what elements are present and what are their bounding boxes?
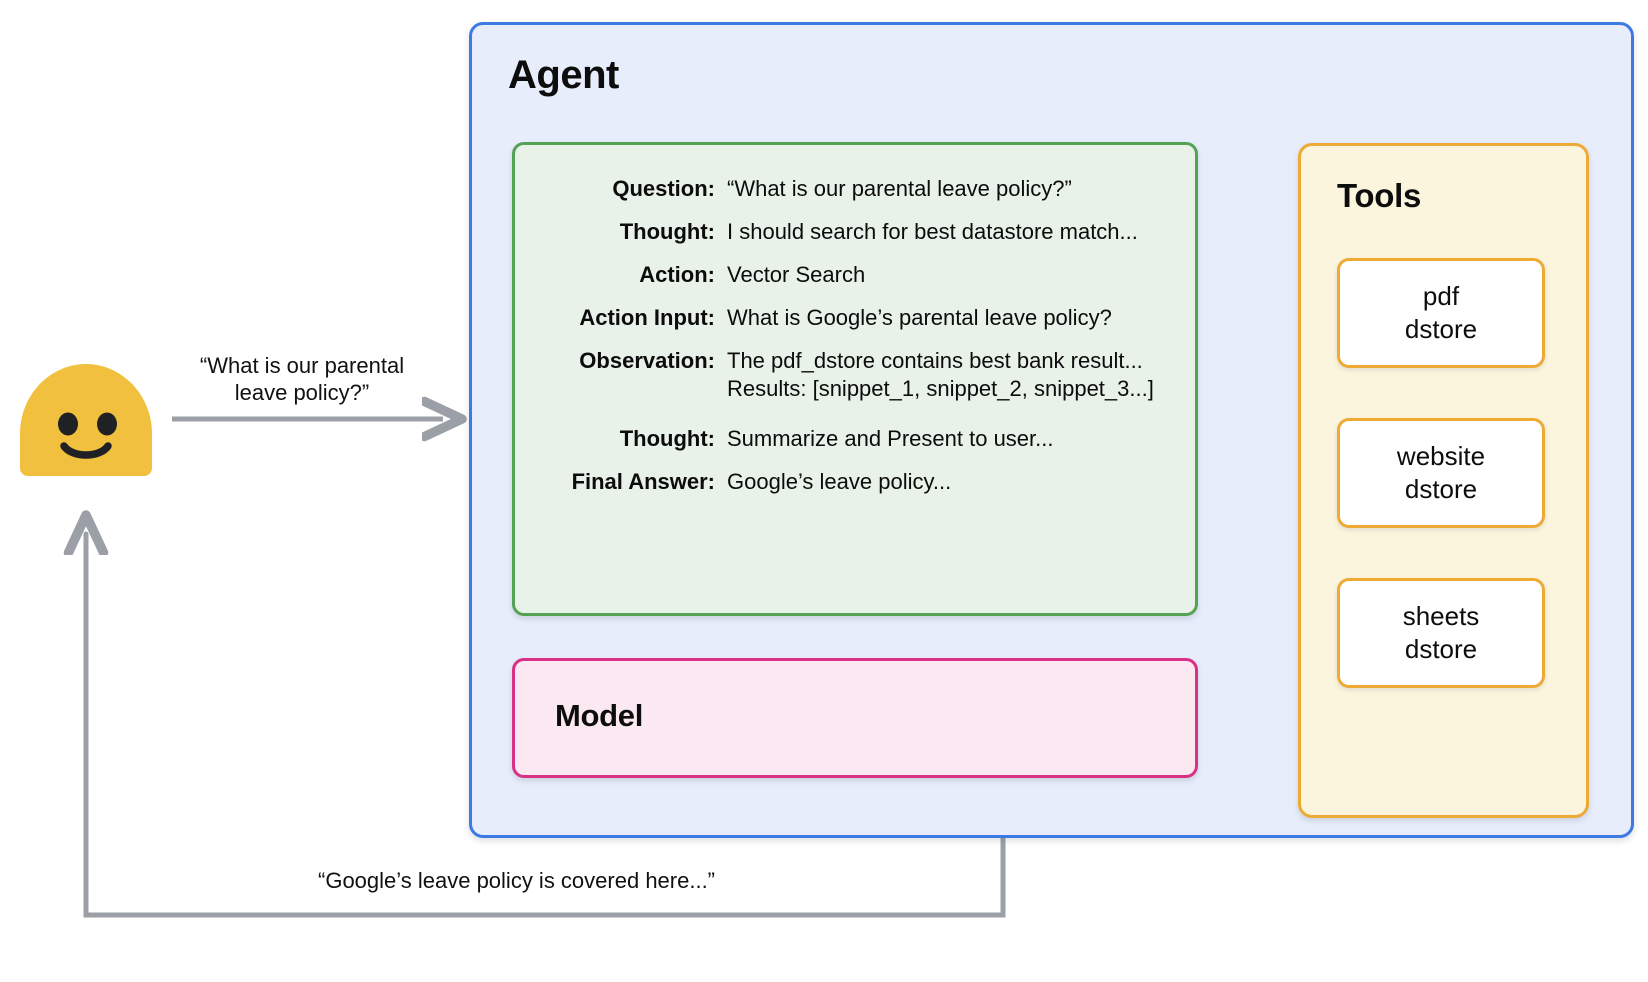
trace-row-list: Question: “What is our parental leave po… (515, 175, 1195, 511)
trace-row-value: The pdf_dstore contains best bank result… (727, 348, 1143, 373)
trace-row-label: Thought: (619, 426, 715, 451)
trace-row: Action: Vector Search (515, 261, 1195, 289)
agent-title: Agent (508, 53, 619, 97)
trace-row-label: Action Input: (579, 305, 715, 330)
trace-row: Final Answer: Google’s leave policy... (515, 468, 1195, 496)
trace-row: Action Input: What is Google’s parental … (515, 304, 1195, 332)
model-panel: Model (512, 658, 1198, 778)
agent-answer-label: “Google’s leave policy is covered here..… (318, 868, 716, 893)
trace-row-value: Vector Search (727, 262, 866, 287)
trace-row-label: Final Answer: (571, 469, 715, 494)
tools-title: Tools (1337, 177, 1422, 214)
tool-card-sheets-dstore[interactable]: sheets dstore (1337, 578, 1545, 688)
trace-row-label: Thought: (619, 219, 715, 244)
trace-row: Thought: I should search for best datast… (515, 218, 1195, 246)
trace-row-value-second-line: Results: [snippet_1, snippet_2, snippet_… (727, 376, 1154, 401)
tools-panel: Tools pdf dstore website dstore sheets d… (1298, 143, 1589, 818)
trace-row: Question: “What is our parental leave po… (515, 175, 1195, 203)
tool-card-website-dstore[interactable]: website dstore (1337, 418, 1545, 528)
trace-row: Observation: The pdf_dstore contains bes… (515, 347, 1195, 403)
model-title: Model (555, 698, 644, 733)
tool-card-pdf-dstore[interactable]: pdf dstore (1337, 258, 1545, 368)
trace-row-value-group: The pdf_dstore contains best bank result… (727, 347, 1154, 403)
trace-row-value: What is Google’s parental leave policy? (727, 305, 1112, 330)
smiley-face-avatar-icon (20, 364, 152, 476)
trace-row-value: Summarize and Present to user... (727, 426, 1054, 451)
trace-row-value: “What is our parental leave policy?” (727, 176, 1072, 201)
trace-row-value: I should search for best datastore match… (727, 219, 1138, 244)
user-question-label: “What is our parental leave policy?” (199, 353, 405, 405)
trace-row-label: Action: (639, 262, 715, 287)
trace-row: Thought: Summarize and Present to user..… (515, 425, 1195, 453)
trace-row-value: Google’s leave policy... (727, 469, 952, 494)
trace-row-label: Observation: (579, 348, 715, 373)
agent-trace-panel: Question: “What is our parental leave po… (512, 142, 1198, 616)
trace-row-label: Question: (612, 176, 715, 201)
